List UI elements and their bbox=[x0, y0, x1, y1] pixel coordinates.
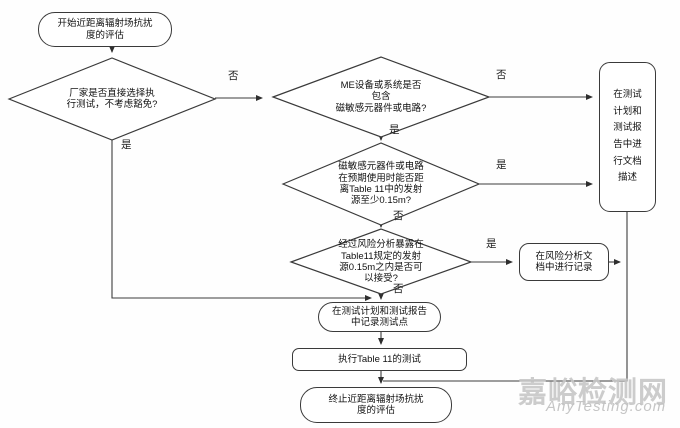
edge-label-d2-no: 否 bbox=[496, 69, 507, 81]
record-risk-analysis-node: 在风险分析文 档中进行记录 bbox=[519, 243, 609, 281]
decision-contains-sensitive-label: ME设备或系统是否 包含 磁敏感元器件或电路? bbox=[335, 79, 427, 114]
document-in-plan-report-node: 在测试 计划和 测试报 告中进 行文档 描述 bbox=[599, 62, 656, 212]
decision-contains-sensitive-shape bbox=[271, 56, 491, 138]
decision-risk-acceptable-shape bbox=[289, 228, 473, 295]
edge-label-d1-no: 否 bbox=[228, 70, 239, 82]
decision-direct-test-shape bbox=[7, 57, 217, 141]
edge-label-d3-no: 否 bbox=[393, 210, 404, 222]
start-node: 开始近距离辐射场抗扰 度的评估 bbox=[38, 12, 172, 47]
edge-label-d4-yes: 是 bbox=[486, 238, 497, 250]
end-node: 终止近距离辐射场抗扰 度的评估 bbox=[300, 387, 452, 423]
record-test-points-node: 在测试计划和测试报告 中记录测试点 bbox=[318, 302, 441, 332]
decision-risk-acceptable-label: 经过风险分析暴露在 Table11规定的发射 源0.15m之内是否可 以接受? bbox=[338, 239, 424, 285]
edge-label-d4-no: 否 bbox=[393, 283, 404, 295]
perform-table11-test-node: 执行Table 11的测试 bbox=[292, 348, 467, 371]
edge-label-d3-yes: 是 bbox=[496, 159, 507, 171]
decision-distance-label: 磁敏感元器件或电路 在预期使用时能否距 离Table 11中的发射 源至少0.1… bbox=[338, 161, 424, 207]
decision-distance-shape bbox=[281, 142, 481, 226]
decision-direct-test-label: 厂家是否直接选择执 行测试，不考虑豁免? bbox=[66, 87, 158, 110]
edge-label-d1-yes: 是 bbox=[121, 139, 132, 151]
edge-label-d2-yes: 是 bbox=[389, 124, 400, 136]
